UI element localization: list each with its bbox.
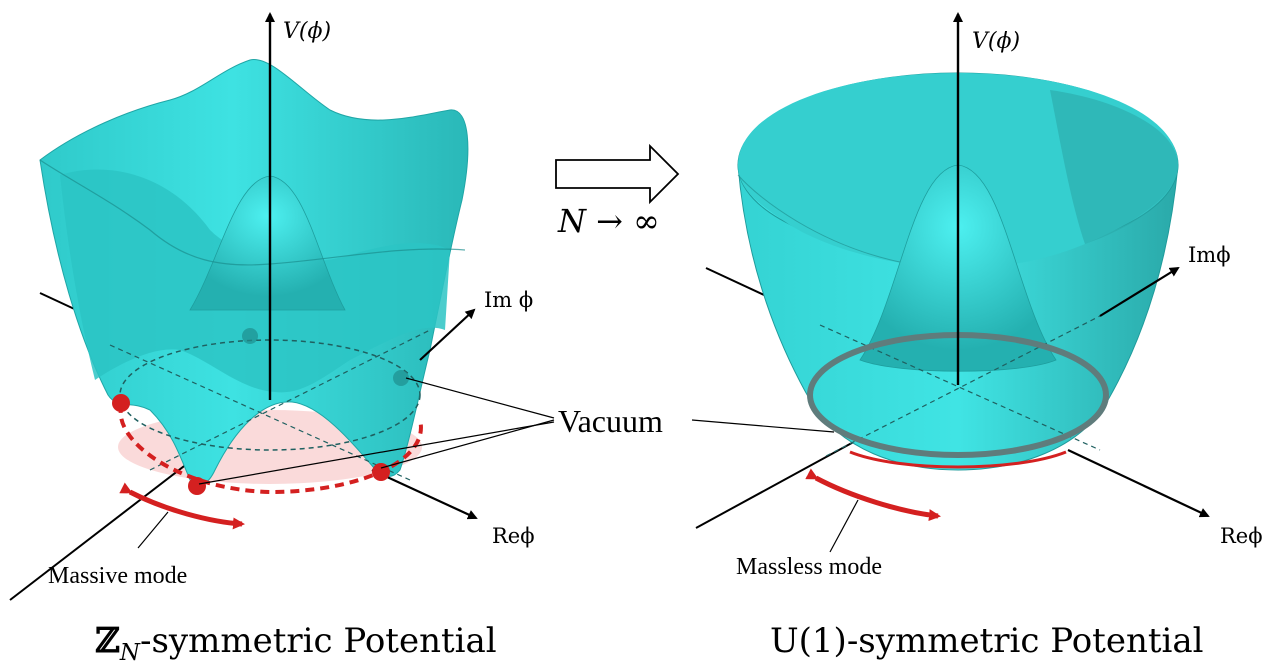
vacuum-point (372, 463, 390, 481)
left-panel: V(ϕ) Im ϕ Reϕ Massive mode ℤN-symmetric … (9, 12, 535, 666)
right-re-axis-label: Reϕ (1220, 524, 1263, 548)
vacuum-circle-dashed (118, 403, 423, 495)
zn-caption: ℤN-symmetric Potential (95, 621, 497, 666)
vacuum-point-hidden (393, 370, 409, 386)
left-v-axis-label: V(ϕ) (283, 19, 331, 44)
vacuum-label: Vacuum (558, 403, 663, 439)
right-panel: V(ϕ) Imϕ Reϕ Massless mode U(1)-symmetri… (695, 12, 1263, 661)
limit-label: N → ∞ (557, 202, 660, 240)
center-annotations: N → ∞ Vacuum (198, 143, 835, 485)
vacuum-pointer-line (405, 377, 555, 419)
massive-mode-label: Massive mode (48, 563, 187, 589)
right-im-axis-label: Imϕ (1188, 243, 1231, 267)
u1-vacuum-ring-base (849, 450, 1067, 469)
u1-caption: U(1)-symmetric Potential (770, 621, 1204, 661)
massless-mode-pointer-line (829, 499, 859, 553)
limit-arrow-icon (555, 143, 680, 205)
massive-mode-pointer-line (137, 511, 169, 549)
re-axis-dashed (109, 344, 411, 481)
re-axis-line-front (1067, 449, 1210, 518)
zn-rim-edge (39, 159, 466, 266)
re-axis-line-front (371, 469, 478, 520)
re-axis-dashed (825, 315, 1101, 457)
vacuum-pointer-line (691, 419, 835, 433)
right-v-axis-label: V(ϕ) (972, 29, 1020, 54)
massive-mode-arrow (119, 482, 245, 530)
u1-bowl-inner-edge (737, 174, 901, 263)
massless-mode-label: Massless mode (736, 554, 882, 580)
zn-caption-text: -symmetric Potential (140, 621, 497, 661)
u1-bowl-inner-shade (1050, 90, 1178, 244)
vacuum-point (112, 394, 130, 412)
vacuum-point-hidden (242, 328, 258, 344)
left-re-axis-label: Reϕ (492, 524, 535, 548)
im-axis-line-front (419, 308, 476, 361)
zn-caption-symbol: ℤ (95, 621, 120, 661)
zn-caption-subscript: N (119, 640, 141, 666)
im-axis-dashed (149, 329, 431, 471)
vacuum-point (188, 477, 206, 495)
vacuum-pointer-line (380, 419, 555, 469)
vacuum-ring-dashed-back (119, 339, 421, 451)
im-axis-dashed (819, 324, 1101, 451)
im-axis-line-front (1099, 266, 1180, 317)
massless-mode-arrow (805, 468, 941, 522)
vacuum-pointer-line (198, 421, 555, 485)
left-im-axis-label: Im ϕ (484, 288, 533, 312)
